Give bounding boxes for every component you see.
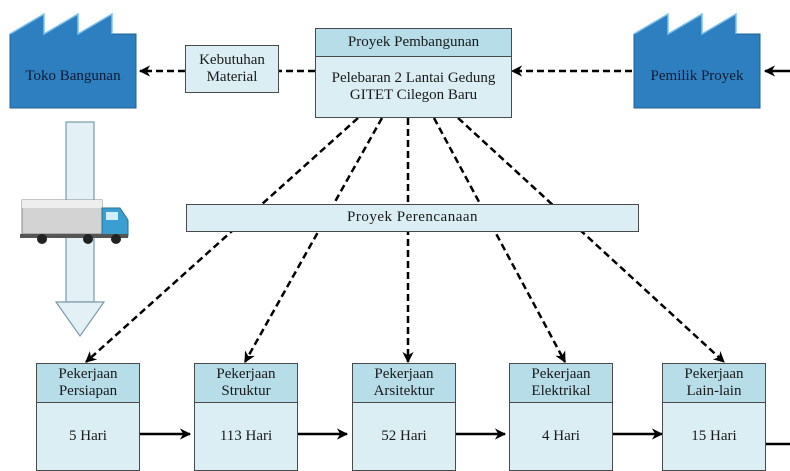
pemilik-proyek-label: Pemilik Proyek — [650, 68, 744, 84]
task-title: Pekerjaan Arsitektur — [352, 363, 456, 403]
task-duration: 4 Hari — [509, 402, 613, 471]
proyek-pembangunan-header: Proyek Pembangunan — [315, 28, 512, 57]
task-persiapan: Pekerjaan Persiapan 5 Hari — [36, 363, 140, 471]
task-title: Pekerjaan Persiapan — [36, 363, 140, 403]
pemilik-proyek-node: Pemilik Proyek — [632, 10, 762, 110]
task-arsitektur: Pekerjaan Arsitektur 52 Hari — [352, 363, 456, 471]
task-lain-lain: Pekerjaan Lain-lain 15 Hari — [662, 363, 766, 471]
arrow-to-elektrikal — [432, 117, 567, 363]
arrow-to-persiapan — [85, 117, 359, 363]
task-title: Pekerjaan Struktur — [194, 363, 298, 403]
toko-bangunan-label: Toko Bangunan — [25, 68, 121, 84]
truck-icon — [20, 199, 129, 244]
task-elektrikal: Pekerjaan Elektrikal 4 Hari — [509, 363, 613, 471]
task-duration: 5 Hari — [36, 402, 140, 471]
task-title: Pekerjaan Lain-lain — [662, 363, 766, 403]
task-duration: 52 Hari — [352, 402, 456, 471]
proyek-pembangunan-body: Pelebaran 2 Lantai Gedung GITET Cilegon … — [315, 56, 512, 118]
arrow-to-struktur — [243, 117, 384, 363]
task-title: Pekerjaan Elektrikal — [509, 363, 613, 403]
factory-icon — [9, 12, 137, 109]
factory-icon — [633, 12, 761, 109]
task-duration: 15 Hari — [662, 402, 766, 471]
task-duration: 113 Hari — [194, 402, 298, 471]
task-struktur: Pekerjaan Struktur 113 Hari — [194, 363, 298, 471]
proyek-perencanaan-bar: Proyek Perencanaan — [186, 204, 639, 232]
arrow-to-lainlain — [457, 117, 725, 363]
toko-bangunan-node: Toko Bangunan — [8, 10, 138, 110]
kebutuhan-material-box: Kebutuhan Material — [185, 45, 279, 93]
